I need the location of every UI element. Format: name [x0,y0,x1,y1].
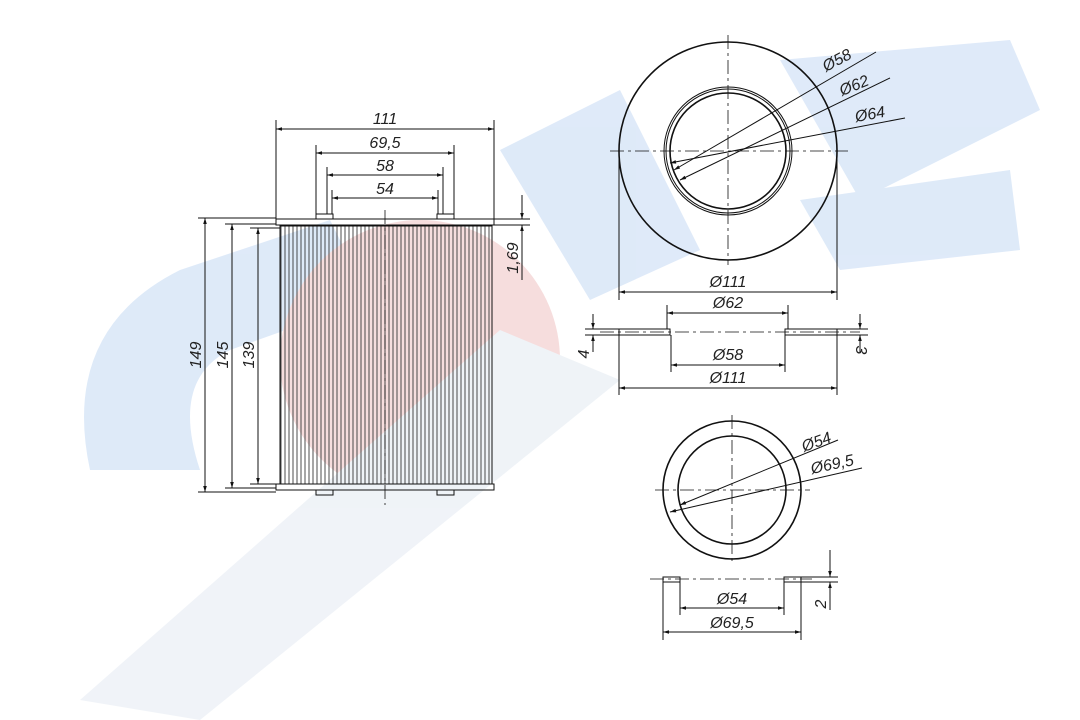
end-disc-view: Ø58 Ø62 Ø64 Ø111 [610,35,906,300]
front-view: 111 69,5 58 54 149 145 139 1,69 [188,111,530,505]
dim-d111-plan: Ø111 [709,274,747,291]
dim-height-149: 149 [188,342,205,369]
dim-ring-d54: Ø54 [716,591,747,608]
leader-d64: Ø64 [853,104,887,126]
seal-ring-view: Ø54 Ø69,5 [655,415,863,565]
dim-height-145: 145 [215,342,232,369]
dim-section-d58: Ø58 [712,347,743,364]
end-disc-section: Ø62 Ø58 Ø111 4 3 [576,295,869,395]
seal-ring-section: Ø54 Ø69,5 2 [650,550,838,640]
dim-width-58: 58 [376,158,394,175]
watermark-logo [80,40,1040,720]
dim-ring-thickness: 2 [813,599,830,609]
dim-section-thickness-4: 4 [576,349,593,358]
leader-d54: Ø54 [799,429,834,456]
leader-d69-5: Ø69,5 [808,452,855,478]
dim-width-111: 111 [373,111,397,128]
dim-flange-thickness: 1,69 [505,242,522,273]
dim-section-d111: Ø111 [709,370,747,387]
dim-section-thickness-3: 3 [852,346,869,355]
dim-width-69-5: 69,5 [369,135,400,152]
dim-height-139: 139 [241,342,258,369]
dim-section-d62: Ø62 [712,295,743,312]
dim-ring-d69-5: Ø69,5 [709,615,754,632]
dim-width-54: 54 [376,181,394,198]
